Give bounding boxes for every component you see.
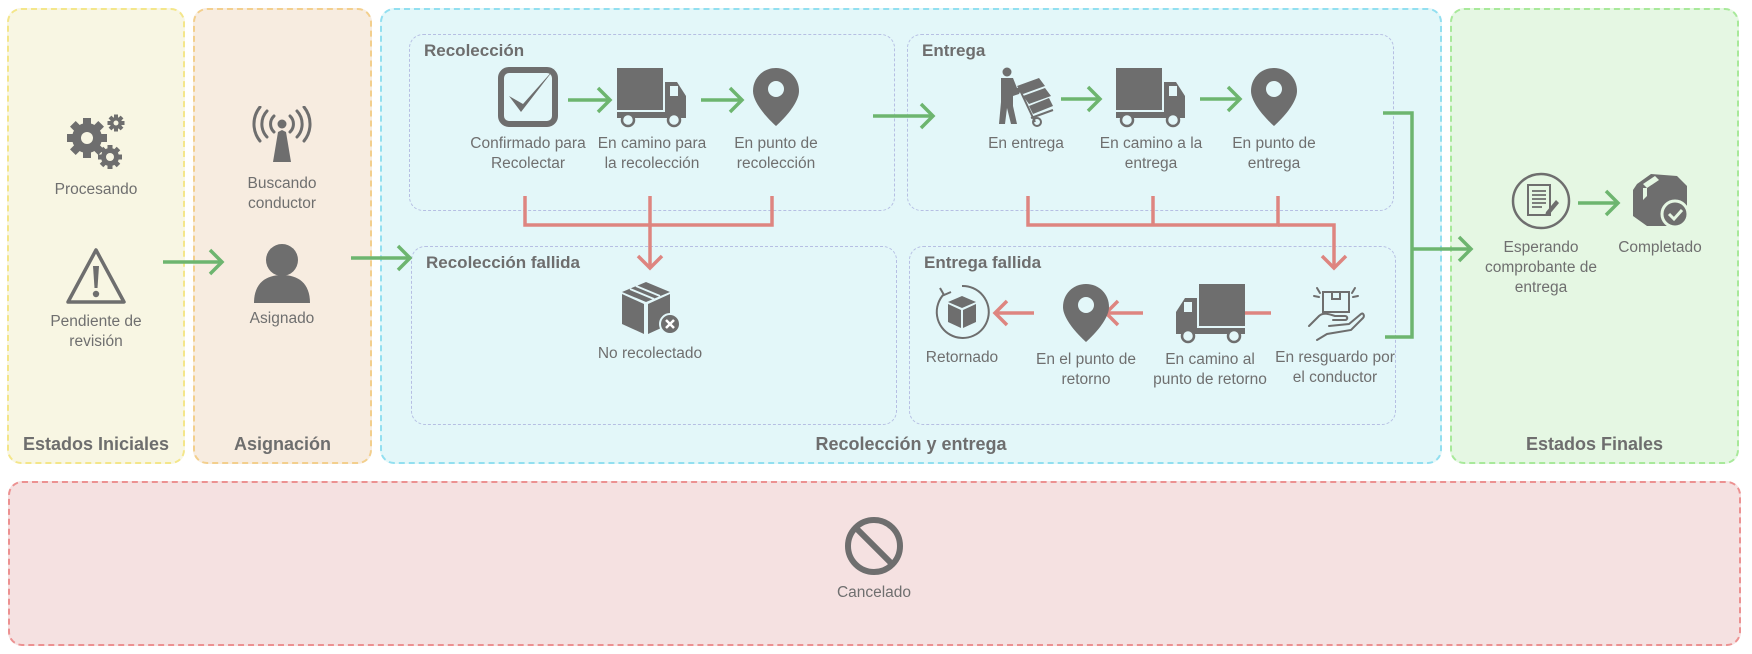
state-label: En camino al punto de retorno — [1153, 351, 1267, 388]
map-pin-icon — [753, 68, 799, 126]
box-x-icon — [622, 282, 681, 335]
warning-icon — [66, 248, 126, 304]
subgroup-pickup-failed: Recolección fallida — [411, 246, 897, 425]
state-in-delivery[interactable]: En entrega — [966, 66, 1086, 154]
state-label: Completado — [1618, 239, 1702, 256]
truck-icon — [1176, 284, 1245, 344]
state-pending-review[interactable]: Pendiente de revisión — [36, 246, 156, 352]
state-at-delivery[interactable]: En punto de entrega — [1214, 66, 1334, 174]
state-returned[interactable]: Retornado — [902, 282, 1022, 368]
state-label: Retornado — [925, 349, 999, 366]
truck-icon — [1116, 68, 1185, 128]
state-awaiting-pod[interactable]: Esperando comprobante de entrega — [1481, 170, 1601, 298]
subgroup-title: Entrega fallida — [924, 253, 1042, 272]
state-at-pickup[interactable]: En punto de recolección — [716, 66, 836, 174]
subgroup-title: Recolección fallida — [426, 253, 580, 272]
state-label: Buscando conductor — [247, 175, 317, 212]
state-label: No recolectado — [597, 345, 703, 362]
state-confirmed-pickup[interactable]: Confirmado para Recolectar — [468, 66, 588, 174]
state-cancelled[interactable]: Cancelado — [814, 515, 934, 603]
zone-assignment: Asignación — [193, 8, 372, 464]
antenna-icon — [252, 106, 312, 162]
user-icon — [254, 244, 310, 303]
state-assigned[interactable]: Asignado — [222, 243, 342, 329]
zone-title: Estados Iniciales — [22, 434, 170, 454]
prohibited-icon — [845, 517, 903, 575]
state-label: Pendiente de revisión — [50, 313, 142, 350]
state-label: Confirmado para Recolectar — [470, 135, 586, 172]
state-label: En el punto de retorno — [1036, 351, 1136, 388]
checkbox-icon — [498, 67, 558, 127]
state-processing[interactable]: Procesando — [36, 112, 156, 200]
state-label: En punto de entrega — [1232, 135, 1316, 172]
hand-truck-icon — [999, 67, 1054, 127]
state-label: Esperando comprobante de entrega — [1484, 239, 1598, 296]
zone-cancelled — [8, 481, 1741, 646]
map-pin-icon — [1063, 284, 1109, 342]
state-held-by-driver[interactable]: En resguardo por el conductor — [1275, 282, 1395, 388]
state-label: Cancelado — [836, 584, 912, 601]
state-label: Asignado — [249, 310, 315, 327]
state-completed[interactable]: Completado — [1600, 170, 1720, 258]
state-label: En resguardo por el conductor — [1275, 349, 1395, 386]
state-label: En punto de recolección — [734, 135, 818, 172]
zone-title: Asignación — [233, 434, 331, 454]
subgroup-title: Recolección — [424, 41, 525, 60]
state-label: En camino para la recolección — [597, 135, 707, 172]
zone-final-states: Estados Finales — [1450, 8, 1739, 464]
state-not-collected[interactable]: No recolectado — [590, 278, 710, 364]
state-label: Procesando — [54, 181, 138, 198]
box-check-icon — [1633, 174, 1690, 229]
state-at-return[interactable]: En el punto de retorno — [1026, 282, 1146, 390]
truck-icon — [617, 68, 686, 128]
zone-title: Recolección y entrega — [815, 434, 1007, 454]
zone-title: Estados Finales — [1525, 434, 1664, 454]
document-sign-icon — [1511, 172, 1571, 230]
state-searching-driver[interactable]: Buscando conductor — [222, 106, 342, 214]
state-label: En entrega — [988, 135, 1064, 152]
hand-box-icon — [1308, 287, 1365, 341]
box-return-icon — [935, 284, 990, 339]
state-en-route-delivery[interactable]: En camino a la entrega — [1091, 66, 1211, 174]
map-pin-icon — [1251, 68, 1297, 126]
state-en-route-return[interactable]: En camino al punto de retorno — [1150, 282, 1270, 390]
zone-initial-states: Estados Iniciales — [7, 8, 185, 464]
subgroup-title: Entrega — [922, 41, 986, 60]
gears-icon — [67, 114, 125, 169]
state-en-route-pickup[interactable]: En camino para la recolección — [592, 66, 712, 174]
state-label: En camino a la entrega — [1099, 135, 1203, 172]
